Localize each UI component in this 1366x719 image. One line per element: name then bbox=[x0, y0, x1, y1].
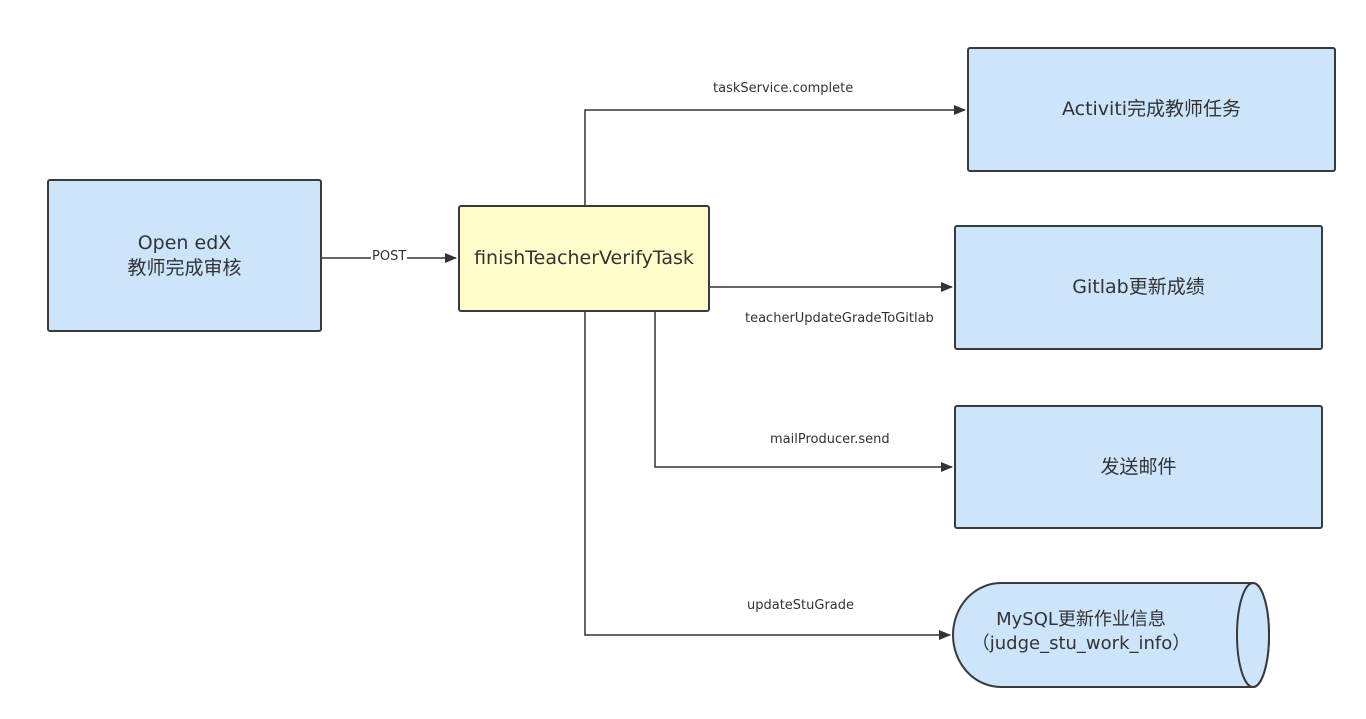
edge-task-complete-label: taskService.complete bbox=[713, 81, 854, 96]
edge-post-label: POST bbox=[371, 249, 408, 265]
mysql-database-shape bbox=[952, 582, 1270, 688]
mysql-node-text: MySQL更新作业信息 （judge_stu_work_info） bbox=[950, 608, 1212, 656]
mail-label: 发送邮件 bbox=[1100, 455, 1177, 478]
activiti-label: Activiti完成教师任务 bbox=[1061, 98, 1242, 120]
gitlab-node: Gitlab更新成绩 bbox=[954, 225, 1323, 350]
edge-mail-send-label: mailProducer.send bbox=[770, 432, 890, 447]
mysql-table-label: （judge_stu_work_info） bbox=[971, 633, 1191, 654]
edge-task-complete-line bbox=[584, 105, 966, 205]
finish-task-label: finishTeacherVerifyTask bbox=[474, 247, 694, 269]
open-edx-title: Open edX bbox=[137, 231, 232, 254]
activiti-node: Activiti完成教师任务 bbox=[967, 47, 1336, 172]
edge-update-grade-line bbox=[584, 311, 951, 640]
open-edx-subtitle: 教师完成审核 bbox=[127, 256, 242, 279]
mysql-label: MySQL更新作业信息 bbox=[996, 609, 1166, 630]
edge-mail-send-line bbox=[654, 311, 953, 472]
mail-node: 发送邮件 bbox=[954, 405, 1323, 529]
open-edx-node: Open edX 教师完成审核 bbox=[47, 179, 322, 332]
finish-task-node: finishTeacherVerifyTask bbox=[458, 205, 710, 312]
edge-update-grade-label: updateStuGrade bbox=[747, 598, 855, 613]
edge-update-gitlab-label: teacherUpdateGradeToGitlab bbox=[745, 311, 934, 326]
gitlab-label: Gitlab更新成绩 bbox=[1072, 276, 1205, 298]
